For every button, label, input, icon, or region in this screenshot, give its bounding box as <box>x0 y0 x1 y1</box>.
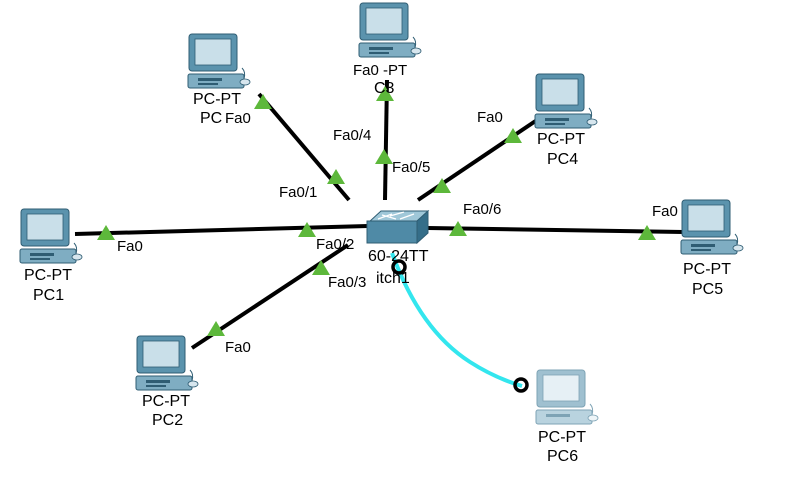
port-label-fa03: Fa0/3 <box>328 274 366 291</box>
pc5-name-label: PC5 <box>692 281 723 298</box>
link-endpoint-ring-switch <box>391 259 407 275</box>
port-label-fa05: Fa0/5 <box>392 159 430 176</box>
pc4-model-label: PC-PT <box>537 131 585 148</box>
pc3-name-label: C3 <box>374 80 395 97</box>
pc6-name-label: PC6 <box>547 448 578 465</box>
switch-device[interactable]: 60-24TT itch1 <box>366 209 430 287</box>
link-pc6-crossover[interactable] <box>390 252 523 388</box>
link-up-indicator-pc0-fa0 <box>254 94 272 109</box>
port-label-pc3-fa0: Fa0 -PT <box>353 62 407 79</box>
pc-icon <box>534 73 598 129</box>
pc6-device[interactable]: PC-PT PC6 <box>535 369 599 465</box>
port-label-pc5-fa0: Fa0 <box>652 203 678 220</box>
switch-icon <box>366 209 430 245</box>
port-label-pc1-fa0: Fa0 <box>117 238 143 255</box>
pc4-name-label: PC4 <box>547 151 578 168</box>
pc1-device[interactable]: PC-PT PC1 <box>19 208 83 304</box>
port-label-pc2-fa0: Fa0 <box>225 339 251 356</box>
pc-icon <box>135 335 199 391</box>
port-label-pc4-fa0: Fa0 <box>477 109 503 126</box>
pc5-model-label: PC-PT <box>683 261 731 278</box>
port-label-fa01: Fa0/1 <box>279 184 317 201</box>
pc2-model-label: PC-PT <box>142 393 190 410</box>
port-label-fa06: Fa0/6 <box>463 201 501 218</box>
pc5-device[interactable]: PC-PT PC5 <box>680 199 744 298</box>
port-labels: Fa0 Fa0/2 Fa0 Fa0/1 Fa0 -PT Fa0/4 Fa0 Fa… <box>117 62 678 356</box>
pc-icon <box>358 2 422 58</box>
pc-icon <box>187 33 251 89</box>
port-label-fa04: Fa0/4 <box>333 127 371 144</box>
link-pc5-fa06[interactable] <box>427 226 684 234</box>
link-status-indicators <box>97 86 656 393</box>
pc0-model-label: PC-PT <box>193 91 241 108</box>
pc0-name-label: PC <box>200 110 222 127</box>
pc2-name-label: PC2 <box>152 412 183 429</box>
port-label-fa02: Fa0/2 <box>316 236 354 253</box>
pc6-model-label: PC-PT <box>538 429 586 446</box>
switch-model-label: 60-24TT <box>368 248 429 265</box>
pc-icon <box>19 208 83 264</box>
switch-name-label: itch1 <box>376 270 410 287</box>
pc-icon <box>535 369 599 425</box>
link-up-indicator-fa04 <box>375 149 393 164</box>
pc-icon <box>680 199 744 255</box>
link-pc1-fa02[interactable] <box>74 224 369 236</box>
link-endpoint-ring-pc6 <box>513 377 529 393</box>
pc3-device[interactable]: C3 <box>358 2 422 97</box>
pc1-name-label: PC1 <box>33 287 64 304</box>
pc2-device[interactable]: PC-PT PC2 <box>135 335 199 429</box>
pc1-model-label: PC-PT <box>24 267 72 284</box>
port-label-pc0-fa0: Fa0 <box>225 110 251 127</box>
pc0-device[interactable]: PC-PT PC <box>187 33 251 127</box>
pc4-device[interactable]: PC-PT PC4 <box>534 73 598 168</box>
